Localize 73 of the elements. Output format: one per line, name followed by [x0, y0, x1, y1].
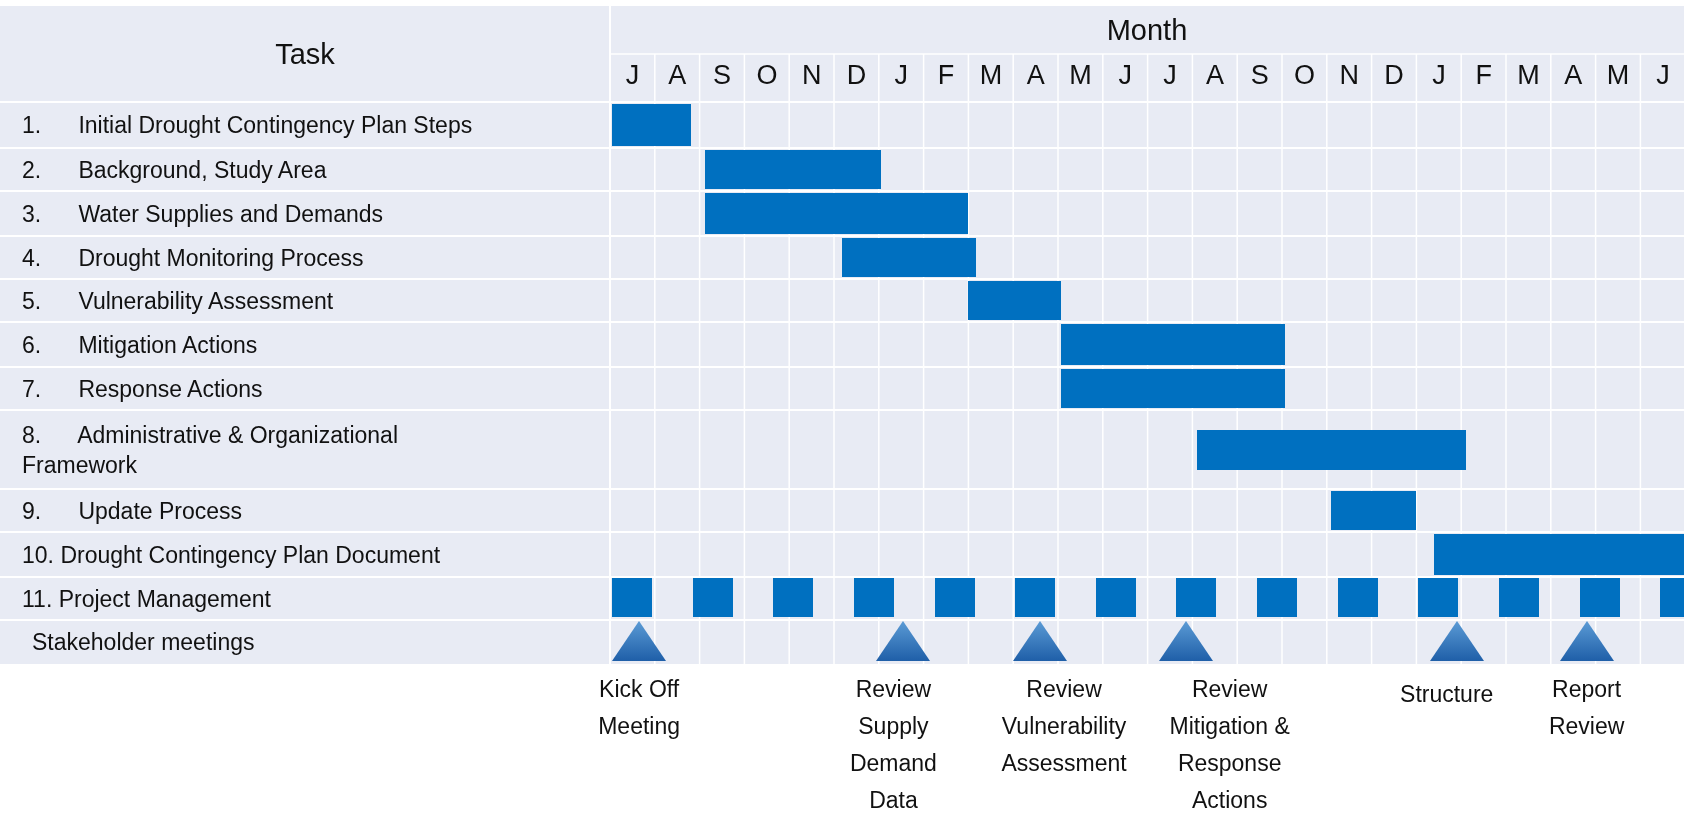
milestone-label: Structure [1399, 680, 1495, 709]
milestone-label: Report Review [1547, 675, 1626, 741]
month-label: M [978, 60, 1004, 91]
task-name: 3. Water Supplies and Demands [22, 199, 384, 229]
task-bar [968, 281, 1062, 320]
task-name: 8. Administrative & Organizational Framework [22, 420, 399, 480]
month-label: N [1338, 60, 1361, 91]
month-label: N [800, 60, 823, 91]
task-name: 11. Project Management [22, 584, 271, 614]
task-bar [704, 193, 969, 234]
month-label: J [893, 60, 910, 91]
milestone-triangle [1559, 621, 1614, 662]
month-label: A [1563, 60, 1584, 91]
task-bar [1196, 429, 1466, 470]
month-label: J [1162, 60, 1178, 91]
month-label: M [1605, 60, 1631, 91]
month-label: D [1383, 60, 1405, 91]
management-block [1579, 578, 1620, 617]
month-label: A [1025, 60, 1046, 91]
management-block [1418, 578, 1459, 617]
task-bar [612, 104, 691, 146]
task-name: 5. Vulnerability Assessment [22, 286, 334, 316]
milestone-label: Review Vulnerability Assessment [1000, 675, 1128, 778]
month-label: S [712, 60, 733, 91]
milestone-triangle [1013, 621, 1068, 662]
column-header: Task [274, 36, 336, 72]
task-name: 9. Update Process [22, 496, 243, 526]
management-block [692, 578, 733, 617]
task-name: 4. Drought Monitoring Process [22, 243, 364, 273]
month-label: O [755, 60, 779, 91]
month-label: M [1068, 60, 1093, 91]
month-label: J [1117, 60, 1134, 91]
management-block [1095, 578, 1136, 617]
task-name: 7. Response Actions [22, 374, 263, 404]
management-block [1337, 578, 1378, 617]
management-block [1257, 578, 1298, 617]
month-label: J [1655, 60, 1671, 91]
milestone-triangle [876, 621, 931, 662]
management-block [934, 578, 975, 617]
column-header: Month [1105, 12, 1189, 48]
month-label: J [1431, 60, 1447, 91]
task-bar [1061, 324, 1285, 365]
month-label: F [936, 60, 956, 91]
task-name: 1. Initial Drought Contingency Plan Steps [22, 111, 473, 140]
management-block [612, 578, 652, 617]
task-bar [704, 150, 881, 189]
month-label: A [667, 60, 688, 91]
task-bar [842, 238, 976, 277]
milestone-label: Kick Off Meeting [597, 675, 681, 741]
month-label: M [1516, 60, 1541, 91]
milestone-triangle [1158, 621, 1213, 662]
month-label: A [1204, 60, 1225, 91]
task-name: Stakeholder meetings [32, 628, 255, 657]
month-label: O [1293, 60, 1316, 91]
month-label: D [845, 60, 868, 91]
milestone-triangle [612, 621, 667, 662]
milestone-label: Review Supply Demand Data [848, 675, 938, 815]
management-block [1176, 578, 1217, 617]
management-block [1499, 578, 1540, 617]
task-name: 10. Drought Contingency Plan Document [22, 540, 441, 570]
task-bar [1061, 369, 1285, 408]
milestone-label: Review Mitigation & Response Actions [1168, 675, 1291, 815]
task-name: 6. Mitigation Actions [22, 330, 258, 360]
management-block [853, 578, 894, 617]
management-block [773, 578, 814, 617]
month-label: J [624, 60, 641, 91]
task-bar [1434, 534, 1684, 575]
task-bar [1331, 491, 1417, 530]
task-name: 2. Background, Study Area [22, 155, 327, 185]
management-block [1015, 578, 1056, 617]
month-label: F [1474, 60, 1493, 91]
month-label: S [1249, 60, 1270, 91]
milestone-triangle [1429, 621, 1484, 662]
